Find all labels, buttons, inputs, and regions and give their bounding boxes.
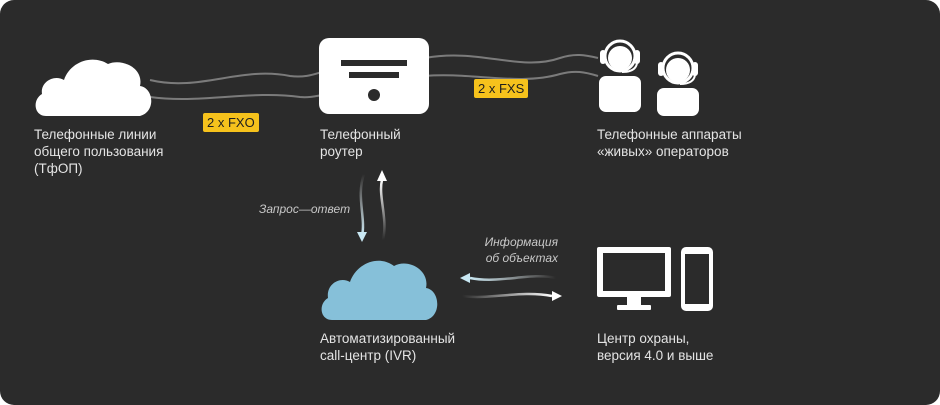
pstn-label-line: Телефонные линии [34, 127, 157, 142]
pstn-label-line: (ТфОП) [34, 161, 83, 176]
object-info-note-line: Информация [484, 235, 558, 249]
cloud-icon [35, 59, 152, 116]
security-center-label-line: Центр охраны, [597, 331, 690, 346]
request-response-arrows [357, 170, 387, 242]
pstn-router-wires [149, 71, 323, 101]
router-label-line: Телефонный [320, 127, 401, 142]
router-label: Телефонный роутер [320, 126, 401, 160]
ivr-cloud-icon [321, 260, 438, 320]
router-label-line: роутер [320, 144, 363, 159]
security-center-label: Центр охраны, версия 4.0 и выше [597, 330, 713, 364]
ivr-label: Автоматизированный call-центр (IVR) [320, 330, 455, 364]
router-operator-wires [424, 54, 599, 80]
operators-label-line: «живых» операторов [597, 144, 729, 159]
operators-label-line: Телефонные аппараты [597, 127, 742, 142]
pstn-label-line: общего пользования [34, 144, 164, 159]
router-icon [319, 38, 429, 114]
pstn-label: Телефонные линии общего пользования (ТфО… [34, 126, 163, 177]
fxo-port-badge: 2 x FXO [203, 113, 259, 132]
ivr-label-line: Автоматизированный [320, 331, 456, 346]
operators-label: Телефонные аппараты «живых» операторов [597, 126, 742, 160]
security-center-label-line: версия 4.0 и выше [597, 348, 714, 363]
operator-headset-icon [599, 39, 699, 116]
object-info-note-line: об объектах [485, 251, 558, 265]
request-response-note: Запрос—ответ [259, 202, 351, 216]
ivr-label-line: call-центр (IVR) [320, 348, 417, 363]
object-info-arrows [460, 273, 562, 301]
object-info-note: Информация об объектах [476, 234, 558, 266]
fxs-port-badge: 2 x FXS [474, 79, 529, 98]
monitor-icon [597, 247, 713, 311]
